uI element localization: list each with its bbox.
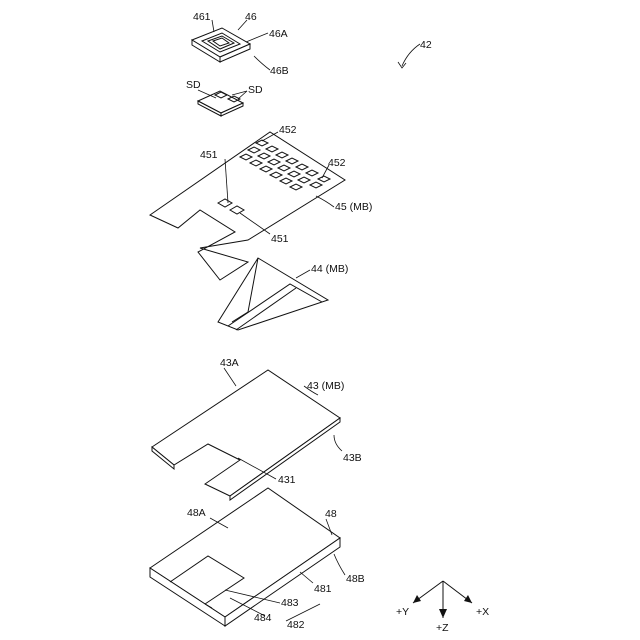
label-46b: 46B xyxy=(270,65,289,77)
label-sd-right: SD xyxy=(248,84,263,96)
label-43: 43 (MB) xyxy=(307,380,344,392)
label-42: 42 xyxy=(420,39,432,51)
label-48a: 48A xyxy=(187,507,206,519)
label-452-top: 452 xyxy=(279,124,297,136)
axis-label-z: +Z xyxy=(436,622,449,634)
label-44: 44 (MB) xyxy=(311,263,348,275)
sd-component xyxy=(198,91,243,116)
label-431: 431 xyxy=(278,474,296,486)
label-482: 482 xyxy=(287,619,305,631)
label-451-bottom: 451 xyxy=(271,233,289,245)
label-43b: 43B xyxy=(343,452,362,464)
layer-45 xyxy=(150,132,345,280)
label-483: 483 xyxy=(281,597,299,609)
label-46a: 46A xyxy=(269,28,288,40)
label-452-right: 452 xyxy=(328,157,346,169)
coordinate-axes xyxy=(413,581,472,618)
chip-package-46 xyxy=(192,28,250,62)
label-48b: 48B xyxy=(346,573,365,585)
label-46: 46 xyxy=(245,11,257,23)
label-48: 48 xyxy=(325,508,337,520)
axis-label-x: +X xyxy=(476,606,489,618)
label-481: 481 xyxy=(314,583,332,595)
axis-label-y: +Y xyxy=(396,606,409,618)
label-484: 484 xyxy=(254,612,272,624)
label-sd-left: SD xyxy=(186,79,201,91)
label-43a: 43A xyxy=(220,357,239,369)
label-461: 461 xyxy=(193,11,211,23)
label-45: 45 (MB) xyxy=(335,201,372,213)
label-451-top: 451 xyxy=(200,149,218,161)
